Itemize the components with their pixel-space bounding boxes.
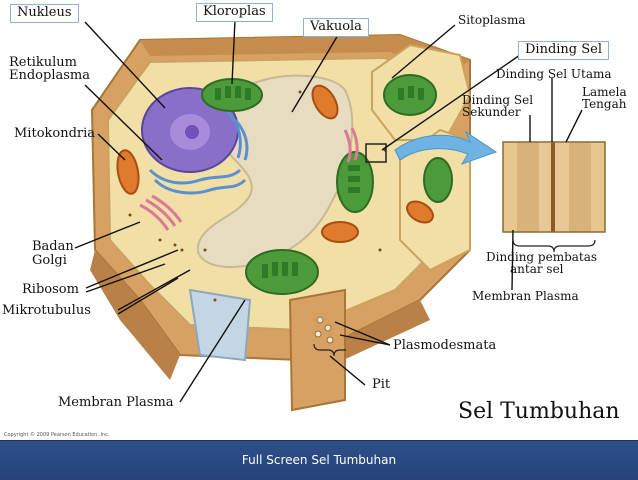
mitochondria-shapes <box>116 84 434 243</box>
chloroplast-shapes <box>201 74 453 295</box>
label-dinding-sel-sekunder-line2: Sekunder <box>462 105 521 119</box>
pit-brace <box>313 343 346 357</box>
label-retikulum-line2: Endoplasma <box>9 68 90 83</box>
diagram-title: Sel Tumbuhan <box>458 399 620 424</box>
wall-brace <box>512 239 596 253</box>
label-dinding-pembatas-line2: antar sel <box>510 262 564 276</box>
label-plasmodesmata: Plasmodesmata <box>393 338 497 353</box>
label-pit: Pit <box>372 377 391 392</box>
footer-caption[interactable]: Full Screen Sel Tumbuhan <box>241 453 397 467</box>
diagram-canvas: Nukleus Kloroplas Vakuola Sitoplasma Din… <box>2 3 627 438</box>
cutaway-section <box>188 288 252 362</box>
ribosome-dots <box>128 90 387 302</box>
label-mitokondria: Mitokondria <box>14 126 96 141</box>
zoom-arrow <box>394 130 498 165</box>
label-membran-plasma-right: Membran Plasma <box>472 289 579 303</box>
label-membran-plasma-bottom: Membran Plasma <box>58 395 174 410</box>
er-shape <box>148 110 249 195</box>
copyright-notice: Copyright © 2009 Pearson Education, Inc. <box>4 432 110 438</box>
wall-detail <box>502 141 606 233</box>
label-sitoplasma: Sitoplasma <box>458 13 526 27</box>
label-nukleus: Nukleus <box>10 4 79 23</box>
label-lamela-tengah-line1: Lamela <box>582 85 627 99</box>
label-dinding-sel: Dinding Sel <box>518 41 610 60</box>
label-retikulum-line1: Retikulum <box>9 55 77 70</box>
label-dinding-pembatas-line1: Dinding pembatas <box>486 250 598 264</box>
golgi-shape <box>139 127 359 231</box>
chloroplast-grana <box>215 86 424 278</box>
label-dinding-sel-sekunder-line1: Dinding Sel <box>462 93 534 107</box>
zoom-marker <box>365 143 387 163</box>
label-kloroplas: Kloroplas <box>196 3 273 22</box>
cell-illustration <box>74 19 606 412</box>
label-badan-golgi-line2: Golgi <box>32 253 67 268</box>
nucleus-shape <box>141 87 239 173</box>
label-lamela-tengah-line2: Tengah <box>582 97 627 111</box>
label-ribosom: Ribosom <box>22 282 79 297</box>
leader-lines <box>74 19 583 403</box>
label-dinding-sel-utama: Dinding Sel Utama <box>496 67 612 81</box>
slide-footer-bar: Full Screen Sel Tumbuhan <box>0 440 638 480</box>
label-vakuola: Vakuola <box>303 18 369 37</box>
label-badan-golgi-line1: Badan <box>32 239 74 254</box>
label-mikrotubulus: Mikrotubulus <box>2 303 91 318</box>
